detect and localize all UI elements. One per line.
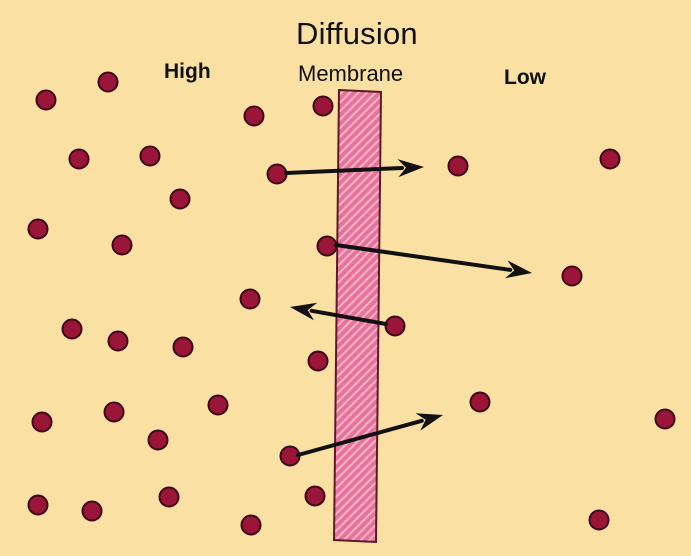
particle-icon <box>599 148 621 170</box>
particle-icon <box>316 235 338 257</box>
particle-icon <box>147 429 169 451</box>
arrow-shaft <box>334 243 513 272</box>
arrow-high-to-low-2 <box>334 243 532 279</box>
particle-icon <box>169 188 191 210</box>
particle-icon <box>103 401 125 423</box>
particle-icon <box>266 163 288 185</box>
particle-icon <box>81 500 103 522</box>
arrow-high-to-low-3 <box>296 413 443 457</box>
particle-icon <box>35 89 57 111</box>
particle-icon <box>654 408 676 430</box>
particle-icon <box>68 148 90 170</box>
low-concentration-label: Low <box>504 66 546 89</box>
particle-icon <box>111 234 133 256</box>
particle-icon <box>158 486 180 508</box>
particle-icon <box>561 265 583 287</box>
arrow-high-to-low-1 <box>284 159 424 178</box>
arrow-shaft <box>284 165 405 175</box>
arrowhead-icon <box>397 159 424 178</box>
particle-icon <box>312 95 334 117</box>
particle-icon <box>27 494 49 516</box>
particle-icon <box>172 336 194 358</box>
particle-icon <box>384 315 406 337</box>
particle-icon <box>304 485 326 507</box>
particle-icon <box>97 71 119 93</box>
particle-icon <box>447 155 469 177</box>
arrow-shaft <box>296 418 424 457</box>
particle-icon <box>239 288 261 310</box>
diagram-title: Diffusion <box>296 16 418 51</box>
particle-icon <box>61 318 83 340</box>
particle-icon <box>31 411 53 433</box>
particle-icon <box>27 218 49 240</box>
arrowhead-icon <box>505 260 532 279</box>
particle-icon <box>469 391 491 413</box>
particle-icon <box>588 509 610 531</box>
particle-icon <box>243 105 265 127</box>
membrane-bar <box>332 88 383 544</box>
high-concentration-label: High <box>164 60 211 83</box>
particle-icon <box>307 350 329 372</box>
arrowhead-icon <box>415 413 443 431</box>
membrane-label: Membrane <box>298 61 404 86</box>
arrow-shaft <box>309 308 388 326</box>
particle-icon <box>139 145 161 167</box>
arrow-low-to-high <box>290 302 388 326</box>
particle-icon <box>240 514 262 536</box>
arrowhead-icon <box>290 302 318 321</box>
particle-icon <box>107 330 129 352</box>
particle-icon <box>207 394 229 416</box>
